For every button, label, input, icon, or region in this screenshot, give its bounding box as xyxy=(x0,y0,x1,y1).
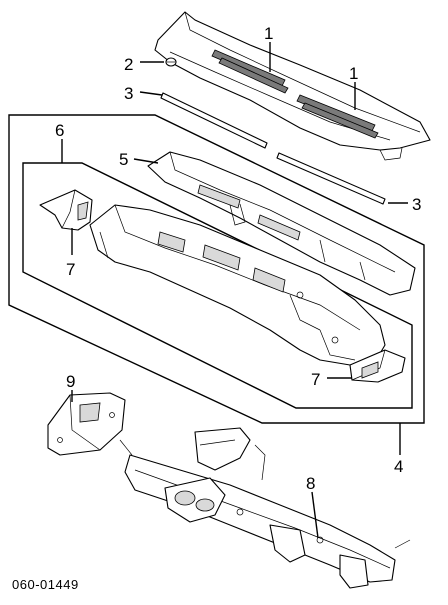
callout-1-right: 1 xyxy=(349,64,358,83)
assembly-box-outer xyxy=(8,114,425,424)
callout-1-top: 1 xyxy=(264,24,273,43)
cowl-top-panel xyxy=(154,11,431,161)
steering-support-beam xyxy=(119,427,411,589)
bracket-right xyxy=(349,349,406,383)
callout-5: 5 xyxy=(119,150,128,169)
assembly-box-inner xyxy=(22,162,413,409)
clip-part xyxy=(165,57,177,67)
callout-7-right: 7 xyxy=(311,370,320,389)
callout-9: 9 xyxy=(66,372,75,391)
callout-4: 4 xyxy=(394,457,403,476)
weatherstrip-right xyxy=(276,152,386,205)
catalog-code: 060-01449 xyxy=(12,577,79,592)
leader-lines xyxy=(61,42,408,539)
bracket-part-9 xyxy=(47,392,126,456)
bracket-left xyxy=(39,189,93,231)
callout-8: 8 xyxy=(306,474,315,493)
weatherstrip-left xyxy=(160,92,268,149)
callout-3-right: 3 xyxy=(412,195,421,214)
callout-7-left: 7 xyxy=(66,260,75,279)
callout-2: 2 xyxy=(124,55,133,74)
callout-3-left: 3 xyxy=(124,84,133,103)
callout-6: 6 xyxy=(55,121,64,140)
cowl-side-panel xyxy=(147,151,416,296)
